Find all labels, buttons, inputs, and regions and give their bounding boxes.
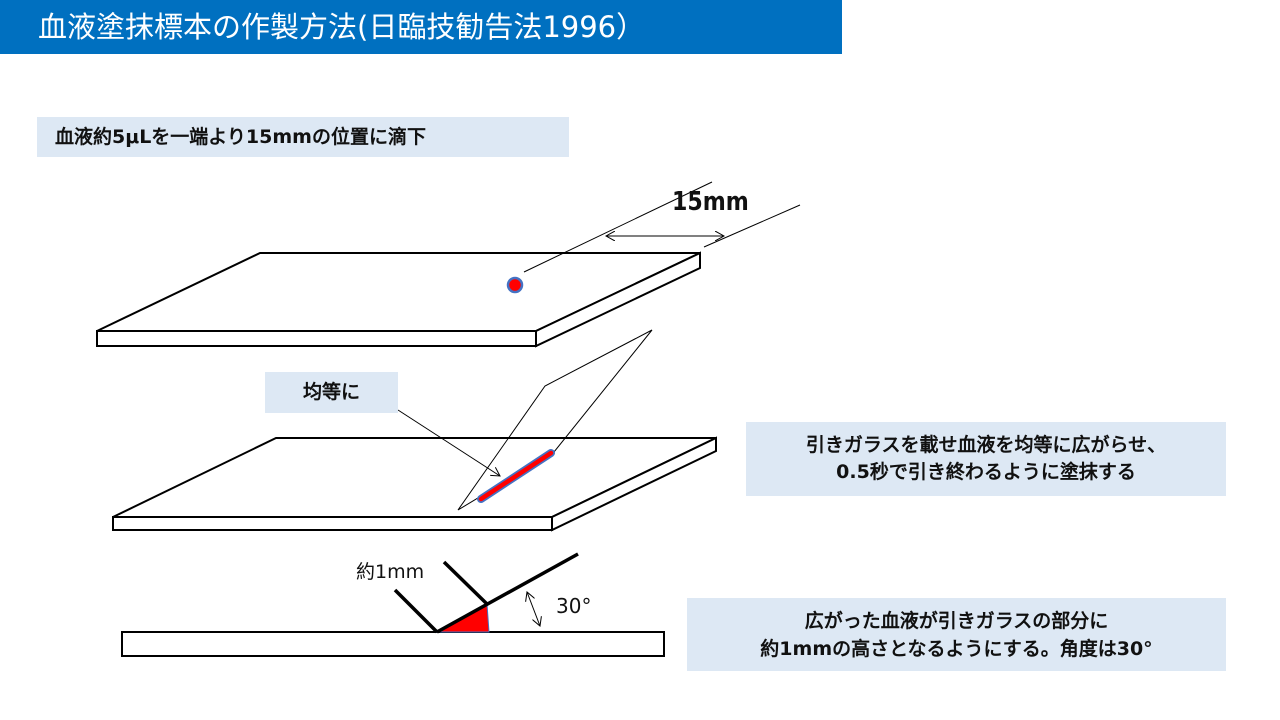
angle-arrow [527,592,540,626]
glass-slide-2 [112,436,717,532]
step2-line1: 引きガラスを載せ血液を均等に広がらせ、 [805,434,1167,456]
dimension-lines [523,181,801,273]
glass-slide-side [121,631,665,657]
step3-line1: 広がった血液が引きガラスの部分に [804,610,1109,632]
step3-caption: 広がった血液が引きガラスの部分に 約1mmの高さとなるようにする。角度は30° [687,598,1226,671]
distance-label: 15mm [672,187,749,217]
angle-label: 30° [556,594,592,618]
step2-line2: 0.5秒で引き終わるように塗抹する [836,461,1136,483]
glass-slide-1 [96,251,701,348]
step1-caption: 血液約5μLを一端より15mmの位置に滴下 [37,117,569,157]
height-label: 約1mm [356,561,425,583]
spreader-side [393,552,579,634]
even-pointer [397,409,500,476]
even-label: 均等に [265,372,398,413]
step2-caption: 引きガラスを載せ血液を均等に広がらせ、 0.5秒で引き終わるように塗抹する [746,422,1226,496]
step3-line2: 約1mmの高さとなるようにする。角度は30° [760,638,1153,660]
blood-drop [506,276,524,294]
slide-title: 血液塗抹標本の作製方法(日臨技勧告法1996） [0,0,842,54]
